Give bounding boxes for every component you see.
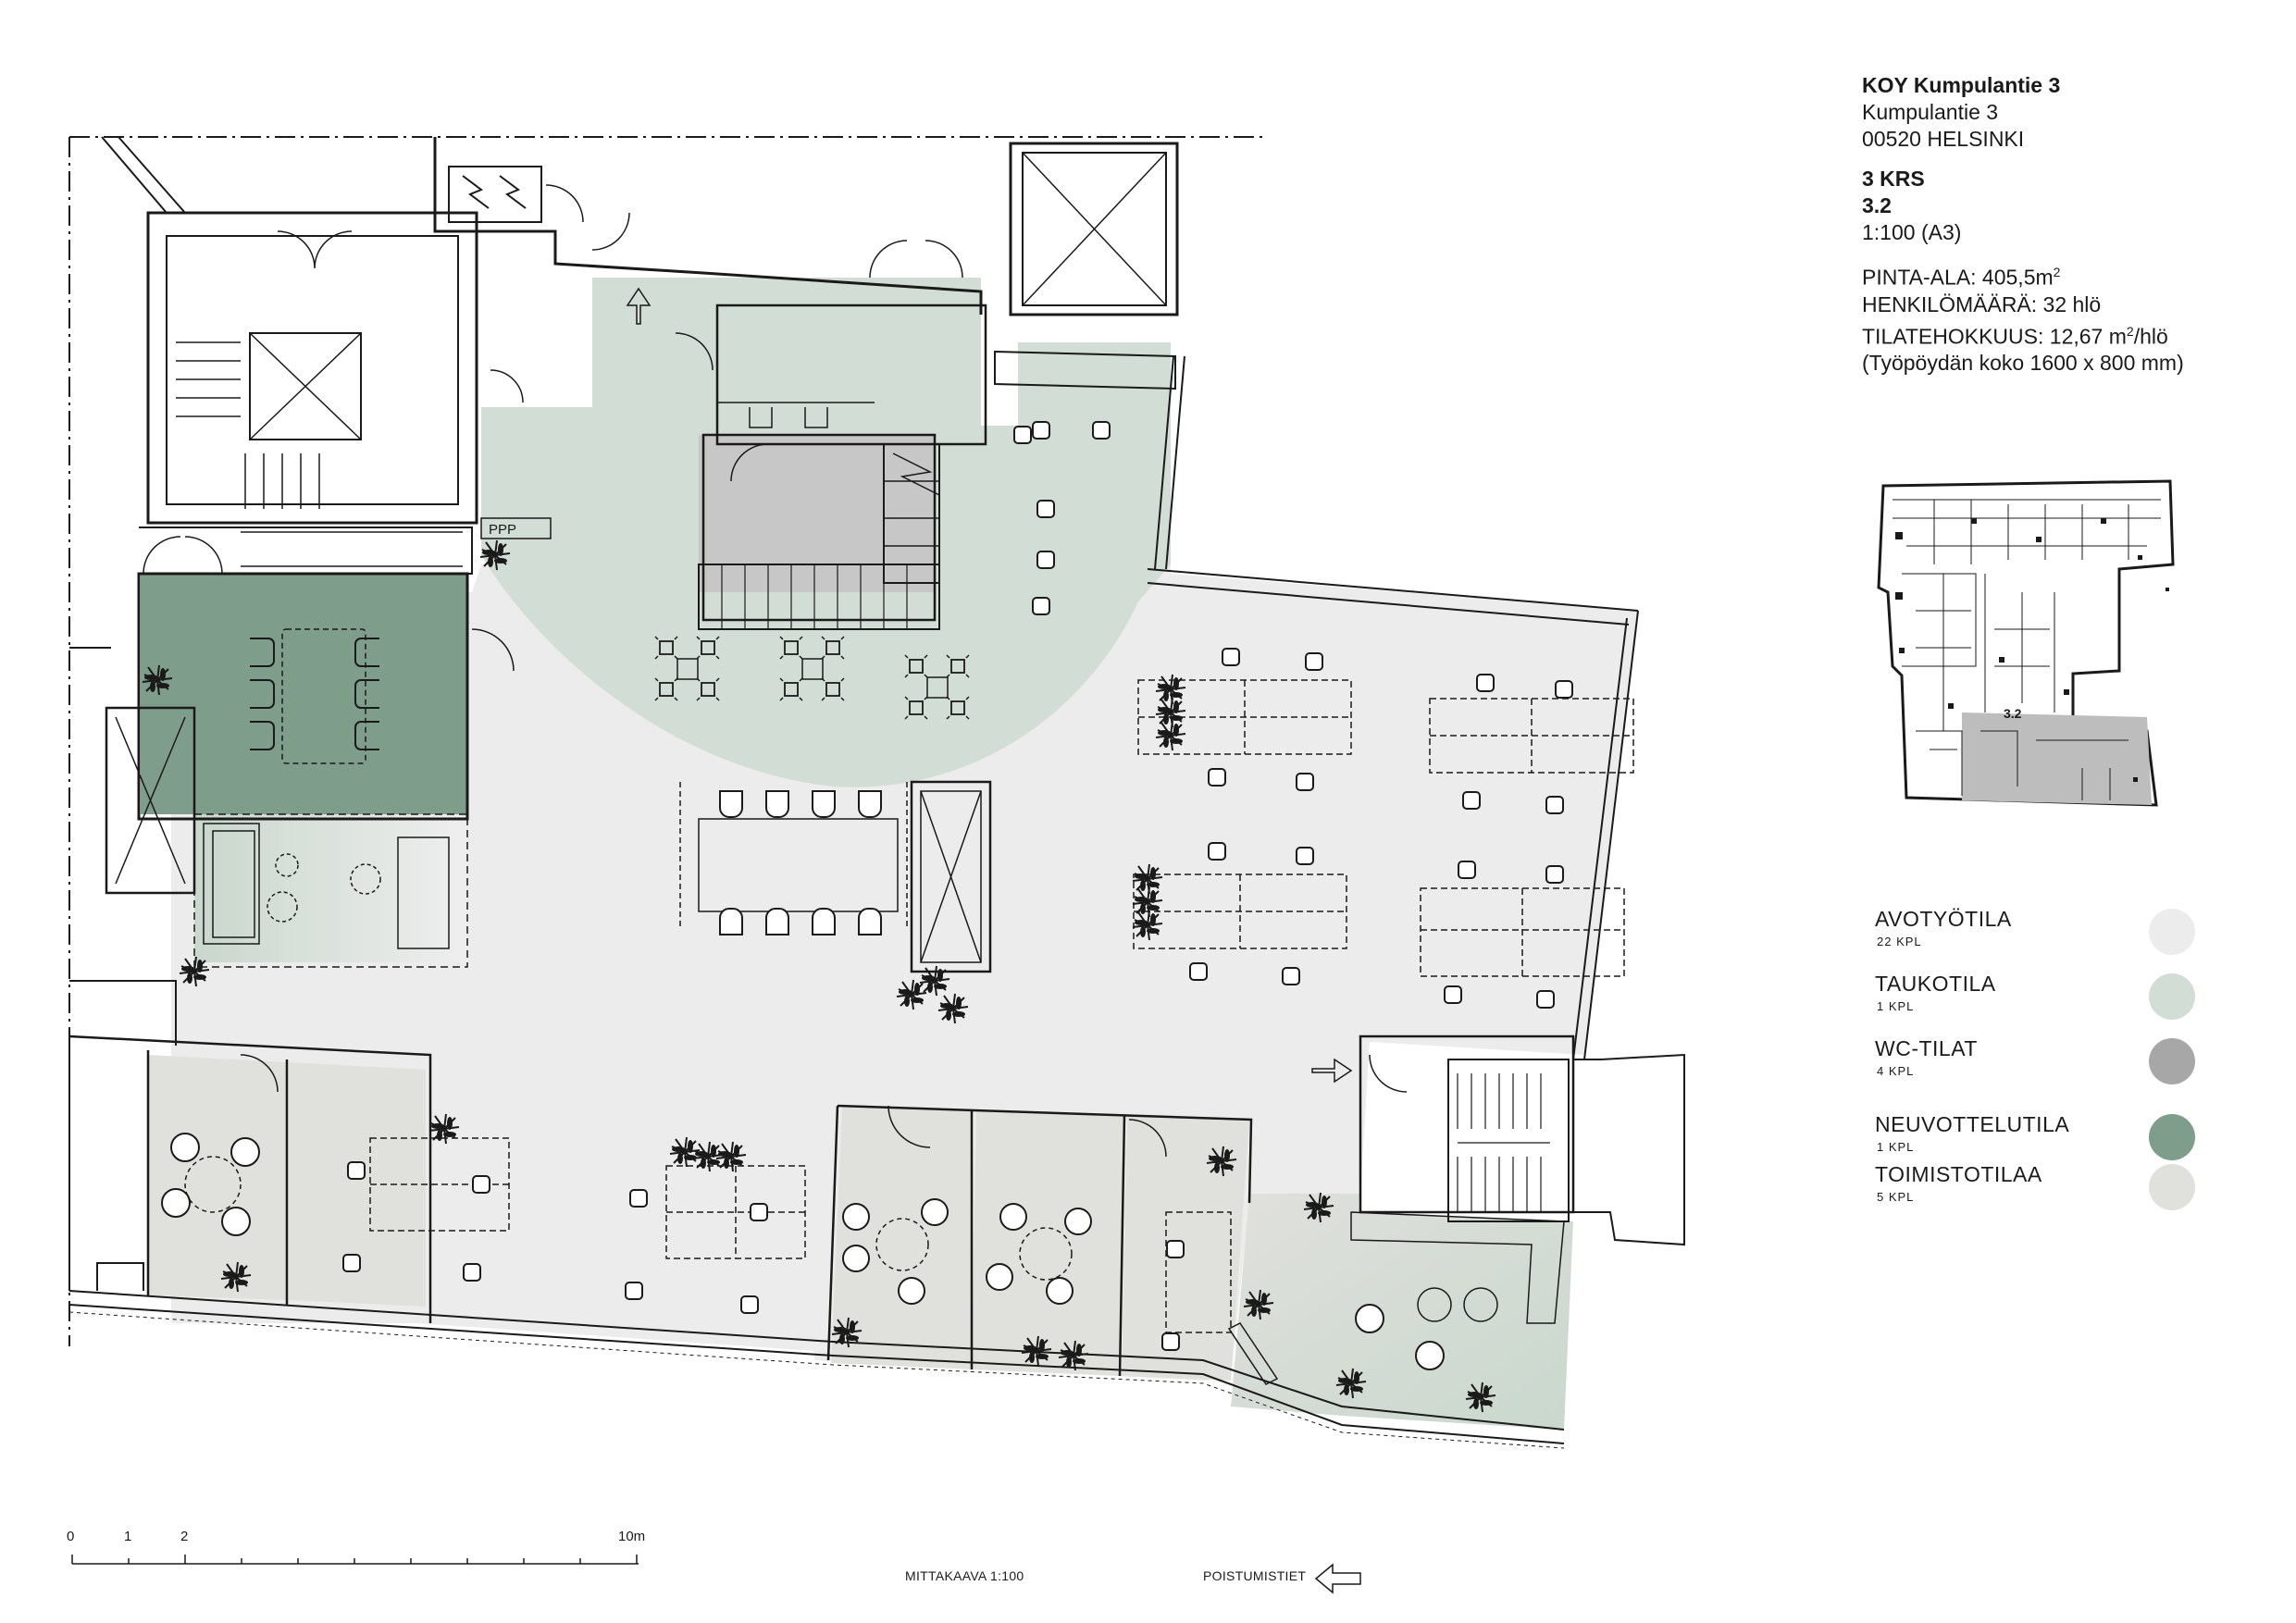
stair-tag-group: PPP (480, 517, 552, 539)
walls (68, 136, 1685, 1449)
cafe-tables (654, 421, 1111, 720)
scale-tick-10m: 10m (618, 1529, 646, 1544)
zones (141, 278, 1638, 1430)
office-zones (148, 1055, 1249, 1381)
efficiency-superscript: 2 (2126, 323, 2134, 339)
corner-lounge-zone (1231, 1194, 1573, 1430)
area-label: PINTA-ALA: 405,5m2 (1862, 259, 2269, 291)
scale-tick-0: 0 (67, 1529, 75, 1544)
street-address: Kumpulantie 3 (1862, 100, 1999, 124)
legend-count: 4 KPL (1877, 1064, 1915, 1078)
legend-count: 22 KPL (1877, 935, 1922, 948)
office-tables (161, 1133, 1498, 1370)
postal-city: 00520 HELSINKI (1862, 127, 2025, 151)
legend-name: NEUVOTTELUTILA (1875, 1112, 2070, 1136)
desk-size-label: (Työpöydän koko 1600 x 800 mm) (1862, 351, 2184, 376)
scale-label: 1:100 (A3) (1862, 220, 1962, 244)
legend-swatch (2149, 1164, 2195, 1210)
desk-clusters (369, 679, 1634, 1333)
area-superscript: 2 (2053, 265, 2061, 279)
doors (143, 184, 1408, 1158)
legend-item-break-room: TAUKOTILA 1 KPL (1875, 972, 2245, 1023)
lounge-furniture (203, 823, 450, 949)
legend-item-meeting-room: NEUVOTTELUTILA 1 KPL (1875, 1112, 2245, 1164)
efficiency-unit: /hlö (2133, 324, 2168, 349)
legend-name: TOIMISTOTILAA (1875, 1162, 2042, 1186)
legend-item-office: TOIMISTOTILAA 5 KPL (1875, 1162, 2245, 1214)
area-text: PINTA-ALA: 405,5m (1862, 265, 2054, 290)
exit-legend-arrow (1314, 1563, 1361, 1594)
lounge-zone (194, 814, 463, 962)
long-table (679, 782, 908, 935)
legend-item-open-office: AVOTYÖTILA 22 KPL (1875, 907, 2245, 959)
meeting-furniture (250, 628, 379, 764)
legend-item-wc: WC-TILAT 4 KPL (1875, 1036, 2245, 1088)
scale-bar (71, 1555, 639, 1565)
corner-sofa (1227, 1211, 1565, 1385)
legend-swatch (2149, 909, 2195, 955)
legend-swatch (2149, 1038, 2195, 1084)
wc-zone (699, 435, 935, 592)
open-office-zone (171, 518, 1638, 1381)
scale-tick-2: 2 (180, 1529, 189, 1544)
scale-caption: MITTAKAAVA 1:100 (905, 1568, 1024, 1583)
building-name: KOY Kumpulantie 3 (1862, 73, 2061, 97)
meeting-room-zone (141, 574, 466, 814)
legend-count: 1 KPL (1877, 999, 1915, 1013)
legend-name: WC-TILAT (1875, 1036, 1978, 1060)
unit-label: 3.2 (1862, 193, 1892, 217)
stair-tag: PPP (489, 522, 516, 538)
exit-arrows (626, 287, 1353, 1084)
persons-label: HENKILÖMÄÄRÄ: 32 hlö (1862, 291, 2102, 316)
exit-label: POISTUMISTIET (1203, 1568, 1307, 1583)
floor-label: 3 KRS (1862, 167, 1925, 191)
legend-name: AVOTYÖTILA (1875, 907, 2012, 931)
efficiency-text: TILATEHOKKUUS: 12,67 m (1862, 324, 2127, 349)
title-block: KOY Kumpulantie 3 Kumpulantie 3 00520 HE… (1862, 72, 2269, 377)
legend-swatch (2149, 1114, 2195, 1160)
scale-tick-1: 1 (124, 1529, 132, 1544)
key-plan: 3.2 (1869, 479, 2193, 824)
legend-name: TAUKOTILA (1875, 972, 1996, 996)
legend-swatch (2149, 973, 2195, 1020)
legend-count: 5 KPL (1877, 1190, 1915, 1204)
legend-count: 1 KPL (1877, 1140, 1915, 1154)
efficiency-label: TILATEHOKKUUS: 12,67 m2/hlö (1862, 318, 2269, 351)
key-plan-unit-label: 3.2 (2004, 706, 2022, 721)
